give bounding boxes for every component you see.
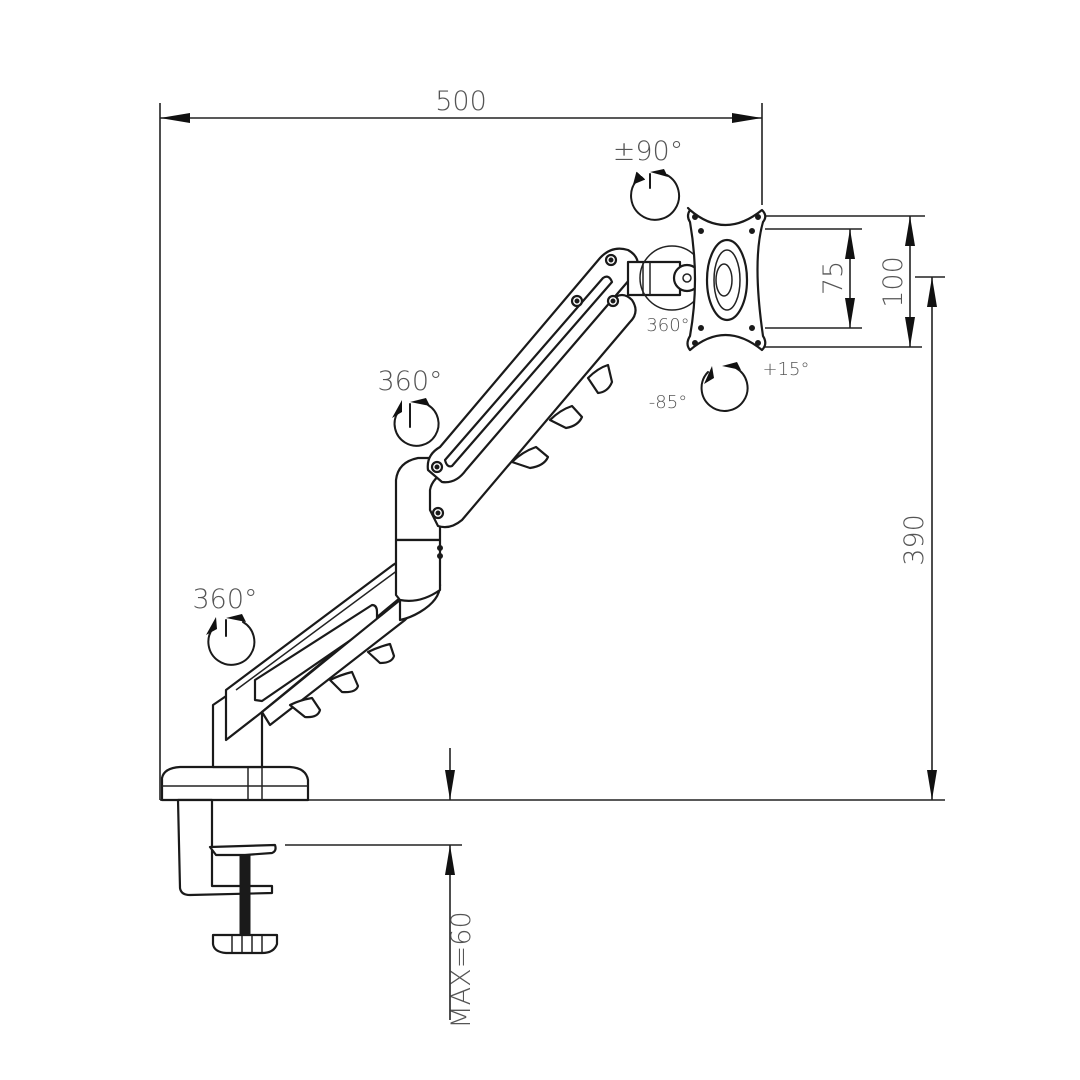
rotation-label-360-elbow: 360° <box>377 366 442 397</box>
rotation-label-360-base: 360° <box>192 584 257 615</box>
dimension-label-500: 500 <box>435 86 487 117</box>
clamp-pad <box>208 843 277 857</box>
dimension-clamp: MAX=60 <box>285 748 477 1029</box>
dimension-vesa: 75 100 <box>765 215 925 348</box>
rotation-elbow: 360° <box>377 366 443 447</box>
upper-arm-slot <box>443 275 614 468</box>
dimension-label-max60: MAX=60 <box>446 911 477 1028</box>
clamp-screw <box>239 854 251 936</box>
tilt-arrow-icon <box>700 362 749 412</box>
rotation-label-360-head: 360° <box>646 315 689 336</box>
vesa-hub <box>705 238 749 322</box>
vesa-plate <box>686 206 767 352</box>
upper-arm-lower-link <box>428 293 637 529</box>
tilt-label-plus-15: +15° <box>763 359 810 380</box>
desk-clamp <box>160 765 310 955</box>
upper-arm <box>426 247 639 529</box>
head-connector <box>626 260 682 297</box>
lower-arm-slot <box>253 603 379 703</box>
base-plate <box>160 765 310 802</box>
rotation-base: 360° <box>192 584 258 666</box>
tilt-head <box>626 245 705 311</box>
rotation-vesa: ±90° <box>613 136 683 221</box>
rotation-arrow-icon <box>392 398 440 447</box>
clamp-knob <box>211 933 279 955</box>
tilt-indicator: +15° -85° <box>649 359 810 413</box>
dimension-label-100: 100 <box>878 256 909 308</box>
tilt-label-minus-85: -85° <box>649 392 687 413</box>
clamp-body <box>176 798 274 897</box>
dimension-500: 500 <box>159 86 763 800</box>
dimension-label-390: 390 <box>899 514 930 566</box>
dimension-label-75: 75 <box>818 261 849 295</box>
rotation-arrow-icon <box>630 169 681 221</box>
rotation-label-plus-minus-90: ±90° <box>613 136 683 167</box>
rotation-head: 360° <box>646 315 689 336</box>
elbow-joint <box>394 456 443 602</box>
rotation-arrow-icon <box>206 614 256 666</box>
